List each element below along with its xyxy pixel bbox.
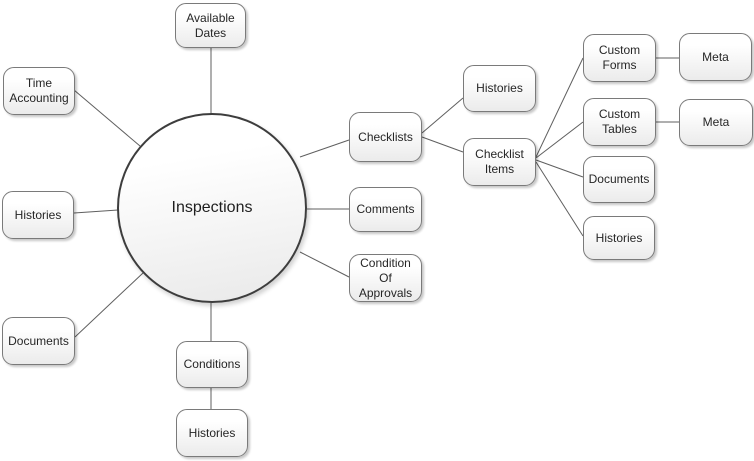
connector-inspections-condition-of-approvals [299,251,350,278]
node-conditions-label: Conditions [183,357,241,371]
node-time-accounting: Time Accounting [3,67,75,115]
connector-checklist-items-custom-tables [535,121,584,159]
connector-checklist-items-histories [535,161,584,237]
node-available-dates-label: Available Dates [186,10,235,40]
node-histories-bottom-label: Histories [188,425,236,440]
node-condition-of-approvals: Condition Of Approvals [349,254,422,302]
node-custom-forms-label: Custom Forms [598,43,641,72]
connector-inspections-documents-left [74,272,144,338]
node-documents-left: Documents [2,317,75,365]
node-documents-items: Documents [583,156,655,203]
node-meta-tables: Meta [679,99,753,146]
node-custom-tables-label: Custom Tables [598,107,641,136]
node-checklist-items-label: Checklist Items [475,147,524,176]
node-histories-bottom: Histories [176,409,248,457]
node-comments: Comments [349,187,422,232]
node-conditions: Conditions [176,341,248,388]
node-meta-tables-label: Meta [702,115,730,129]
node-histories-left: Histories [2,191,74,239]
node-checklists-label: Checklists [358,129,413,144]
connector-checklists-checklist-items [421,136,464,153]
node-condition-of-approvals-label: Condition Of Approvals [358,255,413,300]
node-available-dates: Available Dates [175,3,246,48]
connector-inspections-checklists [299,139,350,158]
node-histories-checklists-label: Histories [476,81,523,95]
node-histories-left-label: Histories [14,207,62,222]
node-custom-tables: Custom Tables [583,98,656,146]
connector-checklists-histories [421,97,464,134]
node-meta-forms: Meta [679,33,752,81]
node-inspections-label: Inspections [171,199,253,216]
node-inspections: Inspections [117,113,307,303]
node-custom-forms: Custom Forms [583,34,656,82]
connector-inspections-histories-left [73,209,119,214]
node-comments-label: Comments [356,202,415,216]
connector-inspections-time-accounting [73,89,141,147]
node-meta-forms-label: Meta [702,49,729,64]
node-documents-items-label: Documents [588,172,650,186]
node-histories-items-label: Histories [595,230,643,245]
node-checklist-items: Checklist Items [463,138,536,186]
connector-checklist-items-documents [535,159,584,178]
node-histories-checklists: Histories [463,65,536,112]
connector-checklist-items-custom-forms [535,57,584,158]
node-histories-items: Histories [583,216,655,260]
node-time-accounting-label: Time Accounting [9,76,69,105]
node-documents-left-label: Documents [8,333,69,348]
node-checklists: Checklists [349,112,422,162]
